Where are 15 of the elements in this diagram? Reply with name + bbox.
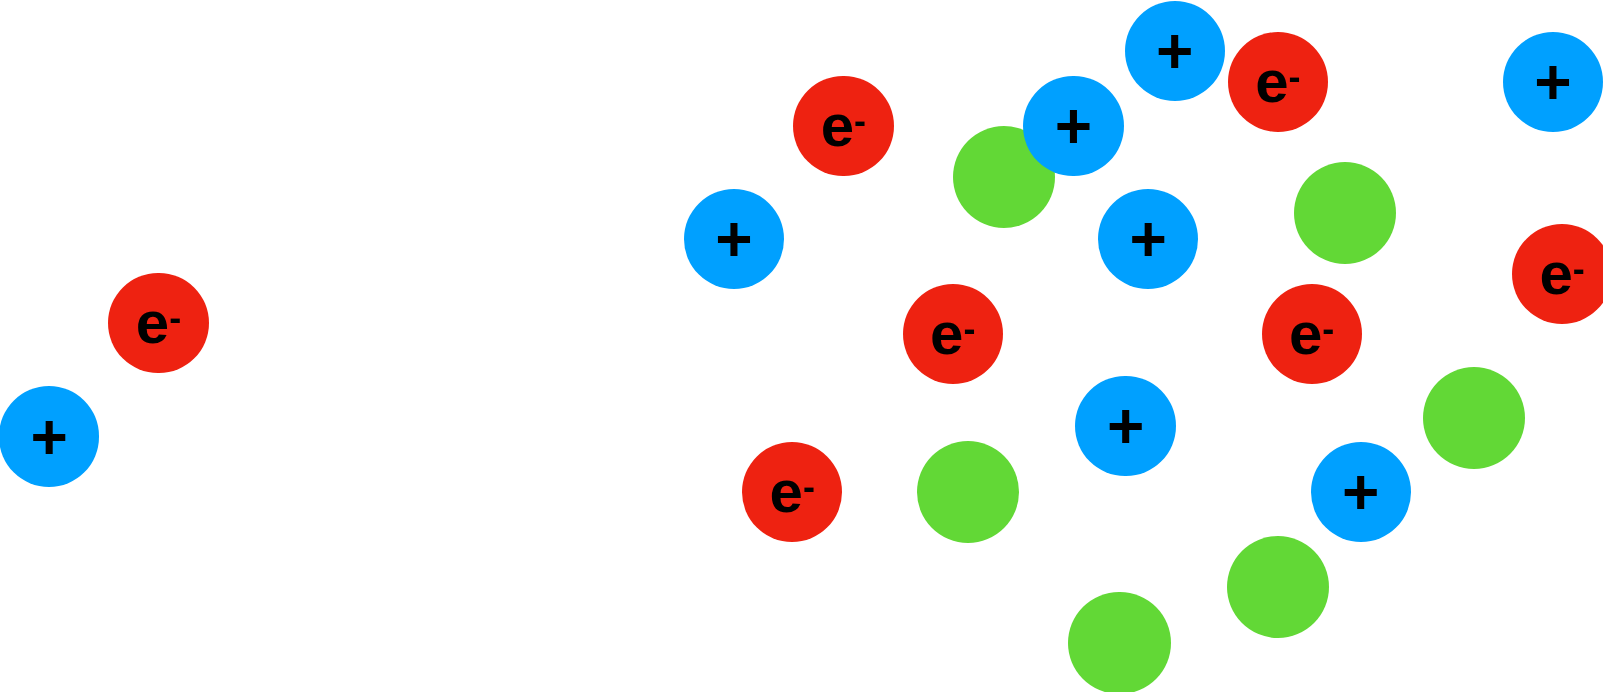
charge-label: e$^{-}$ bbox=[930, 304, 976, 365]
charge-label: e$^{-}$ bbox=[820, 95, 867, 156]
charge-label: + bbox=[1155, 19, 1194, 84]
charge-label: + bbox=[715, 207, 753, 272]
charge-label: e$^{-}$ bbox=[1288, 304, 1335, 365]
charge-label: + bbox=[1106, 394, 1145, 459]
charge-label: e$^{-}$ bbox=[135, 293, 182, 354]
charge-label: + bbox=[1054, 93, 1093, 158]
charge-label: + bbox=[1534, 49, 1572, 114]
charge-label: + bbox=[1342, 459, 1380, 524]
charge-label: e$^{-}$ bbox=[1539, 243, 1585, 304]
charge-label: e$^{-}$ bbox=[769, 461, 815, 522]
charge-label: + bbox=[1129, 207, 1167, 272]
charge-label: + bbox=[30, 404, 68, 469]
charge-label: e$^{-}$ bbox=[1255, 51, 1301, 112]
